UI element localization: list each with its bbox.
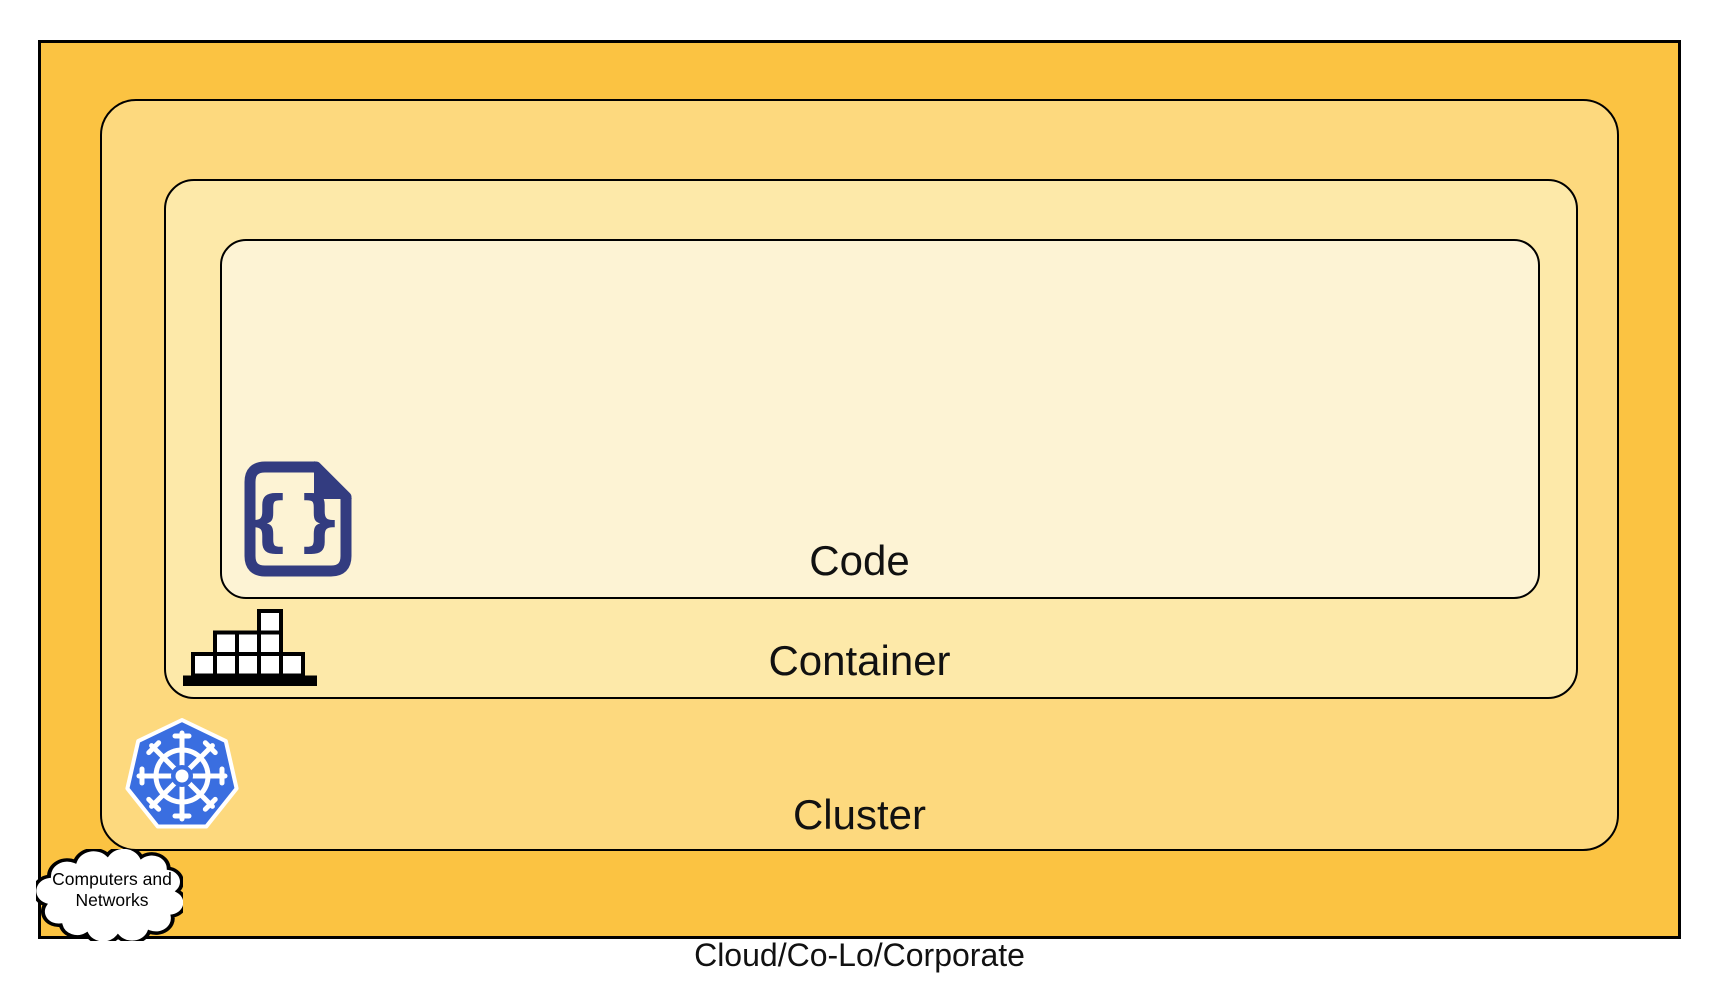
datacenter-label-line1: Cloud/Co-Lo/Corporate bbox=[694, 937, 1025, 973]
container-label: Container bbox=[768, 637, 951, 684]
code-file-braces-icon: {} bbox=[238, 458, 358, 580]
cloud-icon bbox=[32, 845, 188, 945]
cloud-callout-line1: Computers and bbox=[52, 869, 172, 889]
kubernetes-helm-icon bbox=[120, 713, 244, 839]
code-box bbox=[220, 239, 1540, 599]
cloud-callout-label: Computers and Networks bbox=[36, 869, 188, 911]
container-blocks-icon bbox=[181, 608, 319, 688]
cluster-label: Cluster bbox=[792, 791, 927, 838]
code-label: Code bbox=[809, 537, 910, 584]
code-braces-glyph: {} bbox=[244, 482, 348, 559]
cloud-callout-line2: Networks bbox=[75, 890, 149, 910]
datacenter-label: Cloud/Co-Lo/Corporate Datacenter bbox=[38, 868, 1681, 992]
